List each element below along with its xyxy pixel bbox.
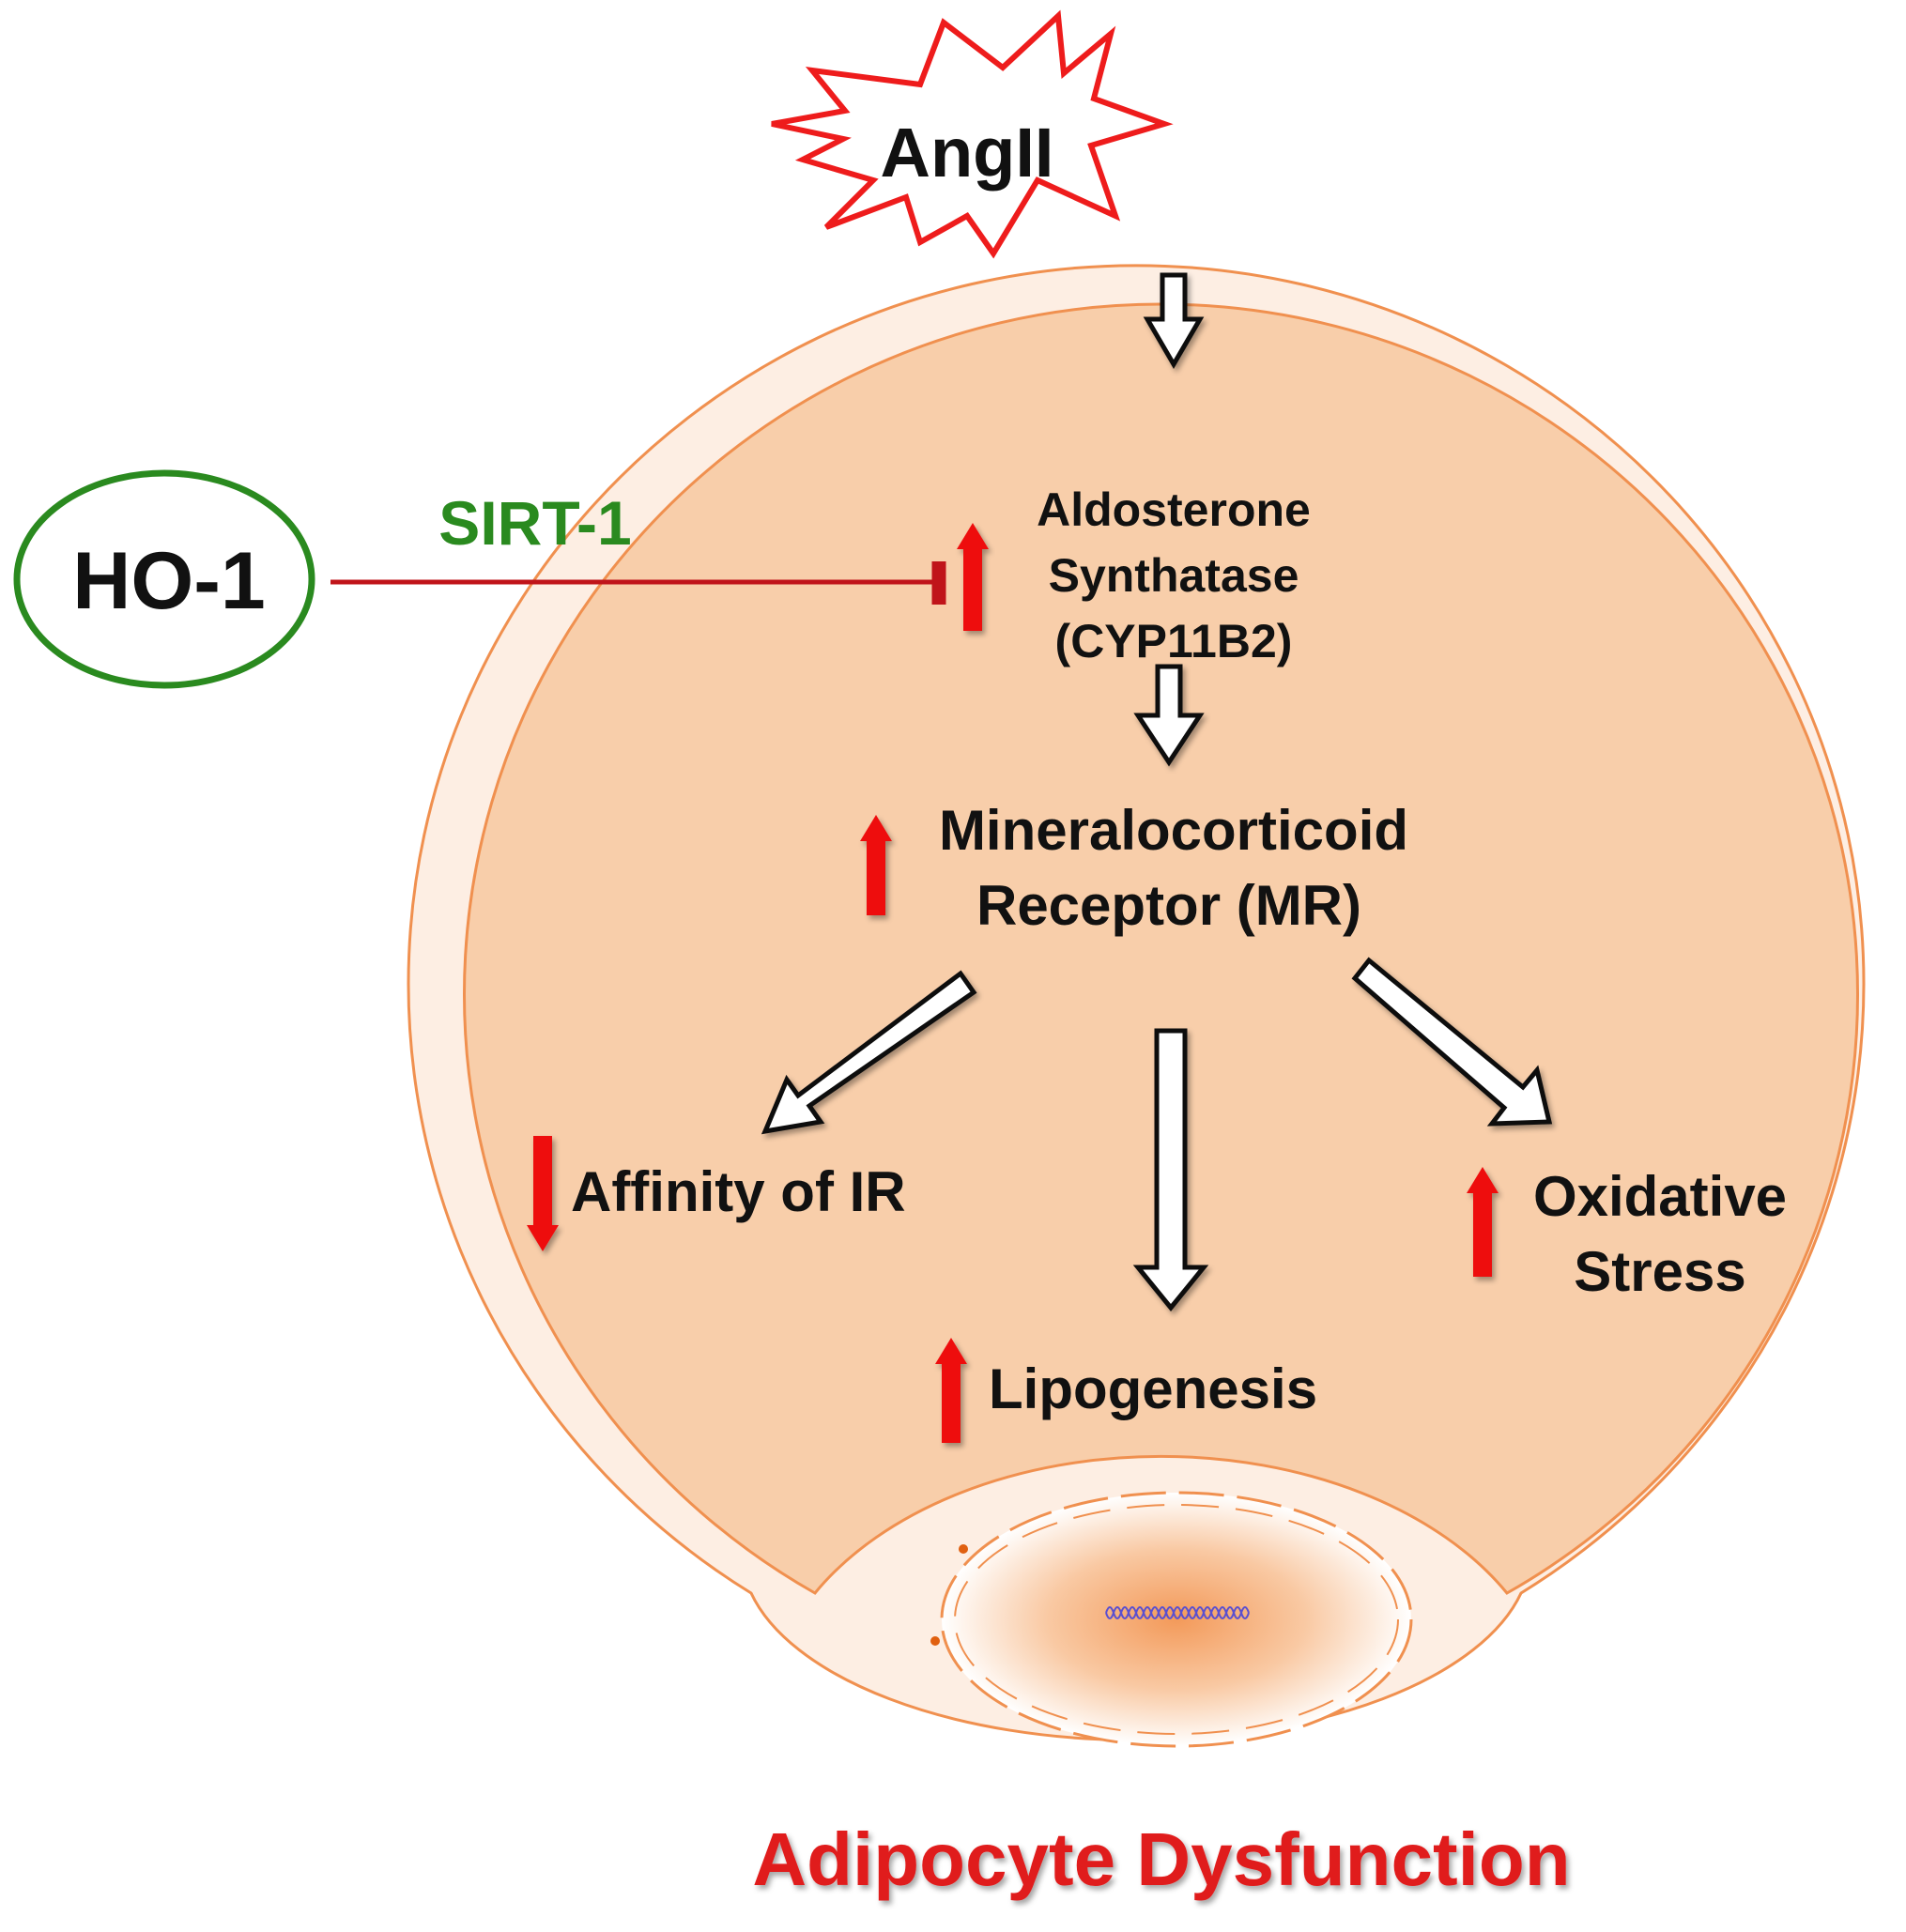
arrow-aldosterone-to-mr [1133, 664, 1205, 767]
arrow-mr-to-oxidative [1351, 957, 1553, 1127]
ho1-label: HO-1 [72, 536, 265, 626]
mr-node: Mineralocorticoid Receptor (MR) [939, 799, 1408, 937]
dna-strand [1105, 1606, 1250, 1619]
aldosterone-line-1: Aldosterone [1037, 483, 1311, 536]
mr-line-1: Mineralocorticoid [939, 799, 1408, 862]
up-arrow-shape-oxidative [1467, 1167, 1499, 1277]
nucleus [930, 1491, 1413, 1748]
up-arrow-lipogenesis [935, 1338, 967, 1443]
up-arrow-oxidative [1467, 1167, 1499, 1277]
up-arrow-shape-mr [860, 815, 892, 915]
ho1-ellipse [13, 469, 315, 689]
up-arrow-shape-lipogenesis [935, 1338, 967, 1443]
outcome-label: Adipocyte Dysfunction [752, 1817, 1570, 1901]
aldosterone-node: Aldosterone Synthatase (CYP11B2) [1037, 483, 1311, 667]
angii-burst: AngII [771, 9, 1174, 259]
aldosterone-line-3: (CYP11B2) [1055, 615, 1293, 667]
aldosterone-line-2: Synthatase [1049, 549, 1299, 602]
sirt1-label: SIRT-1 [438, 488, 631, 558]
up-arrow-mr [860, 815, 892, 915]
down-arrow-shape-affinity [527, 1136, 559, 1251]
ho1-node: HO-1 [13, 469, 315, 689]
cell-cytoplasm [463, 302, 1859, 1595]
down-arrow-affinity [527, 1136, 559, 1251]
arrow-mr-to-lipogenesis [1132, 1028, 1209, 1311]
indicator-arrows [527, 523, 1499, 1443]
mr-line-2: Receptor (MR) [976, 874, 1361, 937]
oxidative-line-1: Oxidative [1533, 1165, 1787, 1228]
angii-label: AngII [881, 114, 1054, 192]
lipogenesis-label: Lipogenesis [989, 1357, 1317, 1420]
oxidative-line-2: Stress [1574, 1240, 1745, 1303]
oxidative-node: Oxidative Stress [1533, 1165, 1787, 1303]
inhibition-line [330, 561, 946, 605]
up-arrow-aldosterone [957, 523, 989, 631]
up-arrow-shape-aldosterone [957, 523, 989, 631]
arrow-angii-to-cell [1143, 272, 1205, 369]
affinity-label: Affinity of IR [571, 1160, 906, 1223]
arrow-mr-to-affinity [761, 970, 977, 1135]
